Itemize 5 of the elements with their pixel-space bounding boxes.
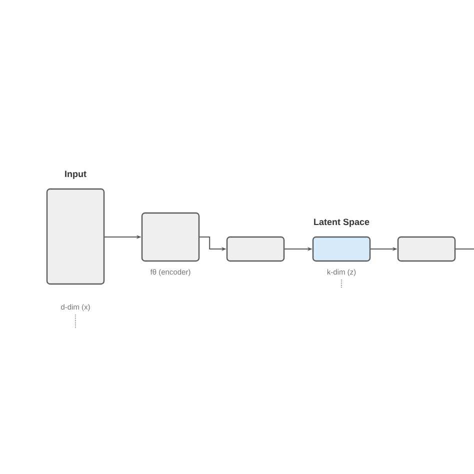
process-box bbox=[397, 236, 456, 262]
box-heading: Input bbox=[65, 170, 86, 179]
process-box bbox=[226, 236, 285, 262]
process-box bbox=[141, 212, 200, 262]
box-heading: Latent Space bbox=[314, 218, 370, 227]
